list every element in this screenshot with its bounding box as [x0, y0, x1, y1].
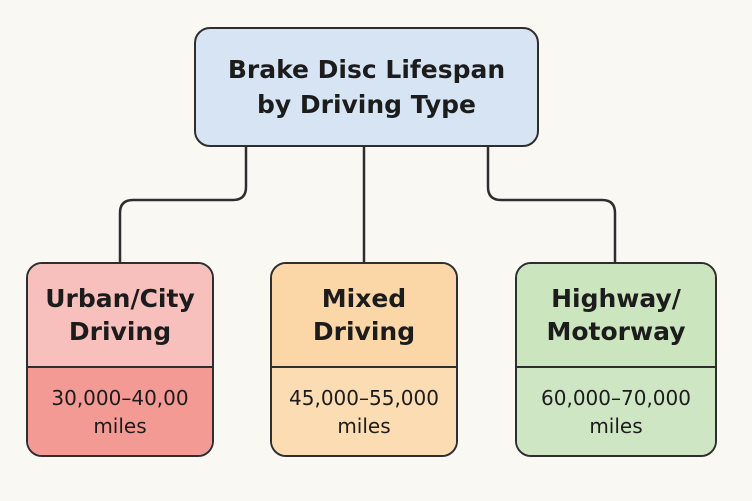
node-mixed-range: 45,000–55,000 miles [272, 368, 456, 455]
node-mixed-range-line2: miles [337, 413, 391, 438]
node-mixed-range-line1: 45,000–55,000 [289, 385, 439, 410]
root-node: Brake Disc Lifespan by Driving Type [194, 27, 539, 147]
node-highway-header: Highway/ Motorway [517, 264, 715, 368]
node-highway-range-line2: miles [589, 413, 643, 438]
node-mixed-name-line1: Mixed [321, 284, 407, 313]
node-highway-range: 60,000–70,000 miles [517, 368, 715, 455]
node-urban-name-line2: Driving [68, 317, 172, 346]
node-urban-range-line2: miles [93, 413, 147, 438]
node-highway-motorway: Highway/ Motorway 60,000–70,000 miles [515, 262, 717, 457]
node-highway-range-line1: 60,000–70,000 [541, 385, 691, 410]
root-title-line1: Brake Disc Lifespan [227, 55, 506, 84]
node-urban-name-line1: Urban/City [45, 284, 195, 313]
node-urban-city-driving: Urban/City Driving 30,000–40,00 miles [26, 262, 214, 457]
node-highway-name-line1: Highway/ [551, 284, 681, 313]
node-urban-range: 30,000–40,00 miles [28, 368, 212, 455]
connector-highway [486, 147, 617, 262]
node-mixed-driving: Mixed Driving 45,000–55,000 miles [270, 262, 458, 457]
node-mixed-name-line2: Driving [312, 317, 416, 346]
node-mixed-header: Mixed Driving [272, 264, 456, 368]
connector-urban [118, 147, 248, 262]
node-urban-header: Urban/City Driving [28, 264, 212, 368]
root-title-line2: by Driving Type [256, 90, 477, 119]
node-highway-name-line2: Motorway [546, 317, 686, 346]
node-urban-range-line1: 30,000–40,00 [51, 385, 189, 410]
